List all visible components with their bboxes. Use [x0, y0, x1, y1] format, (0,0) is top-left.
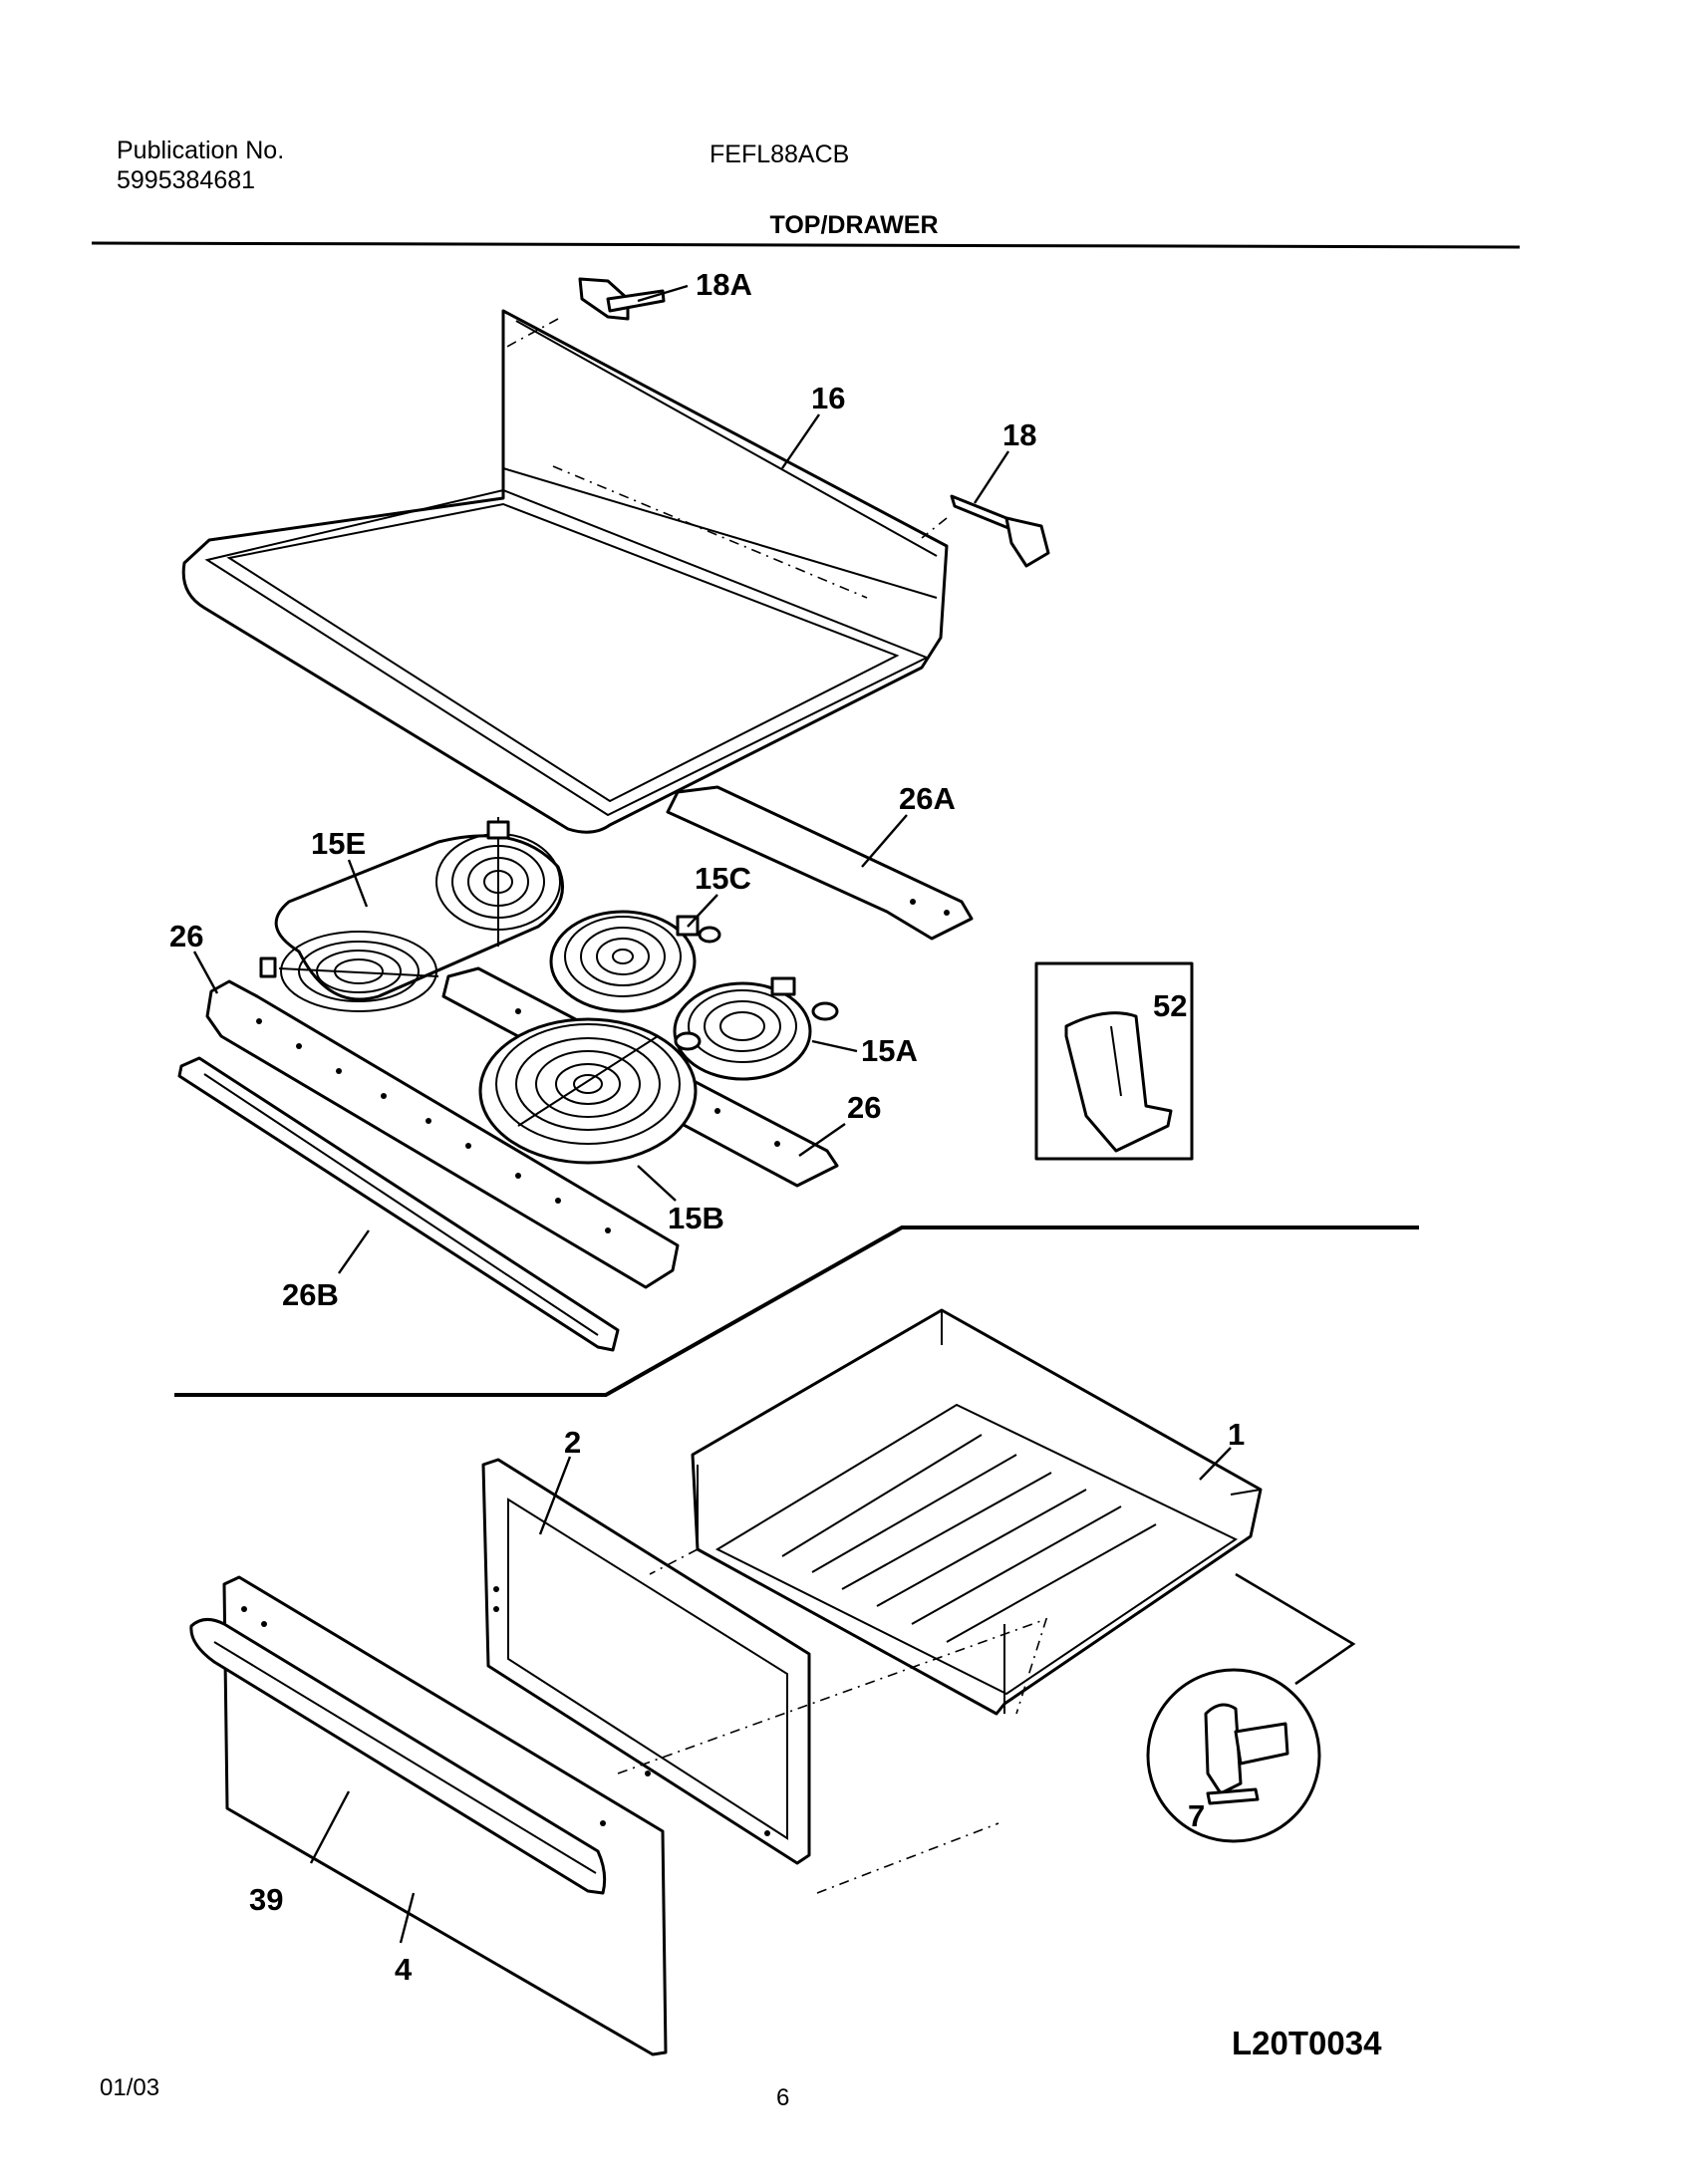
drawer-part-1	[691, 1308, 1263, 1716]
drawer-frame-part-2	[481, 1458, 811, 1865]
drawer-front-part-4	[189, 1575, 668, 2056]
page-number: 6	[776, 2084, 790, 2111]
callout-26-right: 26	[847, 1090, 881, 1125]
callout-16: 16	[811, 381, 845, 415]
footer-date: 01/03	[100, 2074, 160, 2101]
callout-26A: 26A	[899, 781, 956, 816]
callout-18A: 18A	[696, 267, 752, 302]
callout-15B: 15B	[668, 1201, 724, 1235]
callout-15A: 15A	[861, 1033, 918, 1068]
assembly-line	[617, 1617, 1048, 1774]
header-rule	[91, 241, 1521, 249]
callout-26B: 26B	[282, 1277, 339, 1312]
inset-part-7	[1146, 1668, 1321, 1843]
trim-part-26B	[177, 1056, 620, 1352]
callout-1: 1	[1228, 1417, 1245, 1452]
callout-39: 39	[249, 1882, 283, 1917]
callout-26-left: 26	[169, 919, 203, 954]
callout-7: 7	[1188, 1798, 1205, 1833]
inset-connector	[1235, 1572, 1356, 1686]
strip-part-26-left	[205, 979, 680, 1289]
cooktop-part-16	[181, 309, 949, 834]
leader-lines	[192, 284, 1232, 1944]
model-number: FEFL88ACB	[710, 140, 850, 168]
assembly-line	[816, 1822, 999, 1894]
element-part-15E	[259, 817, 564, 1012]
diagram-code: L20T0034	[1232, 2025, 1382, 2061]
inset-part-52	[1034, 961, 1194, 1161]
strip-part-26A	[666, 785, 974, 941]
callout-15E: 15E	[311, 826, 366, 861]
callout-52: 52	[1153, 988, 1187, 1023]
section-divider	[174, 1226, 1419, 1397]
callout-18: 18	[1002, 417, 1036, 452]
publication-label: Publication No.	[117, 136, 285, 164]
callout-2: 2	[564, 1425, 581, 1460]
callout-15C: 15C	[695, 861, 751, 896]
callout-4: 4	[395, 1952, 413, 1987]
element-part-15B	[478, 1017, 702, 1165]
bracket-part-18A	[502, 277, 666, 350]
section-title: TOP/DRAWER	[769, 211, 939, 239]
bracket-part-18	[921, 494, 1050, 568]
publication-number: 5995384681	[117, 166, 256, 194]
assembly-line	[649, 1548, 699, 1575]
element-part-15A	[673, 976, 839, 1081]
